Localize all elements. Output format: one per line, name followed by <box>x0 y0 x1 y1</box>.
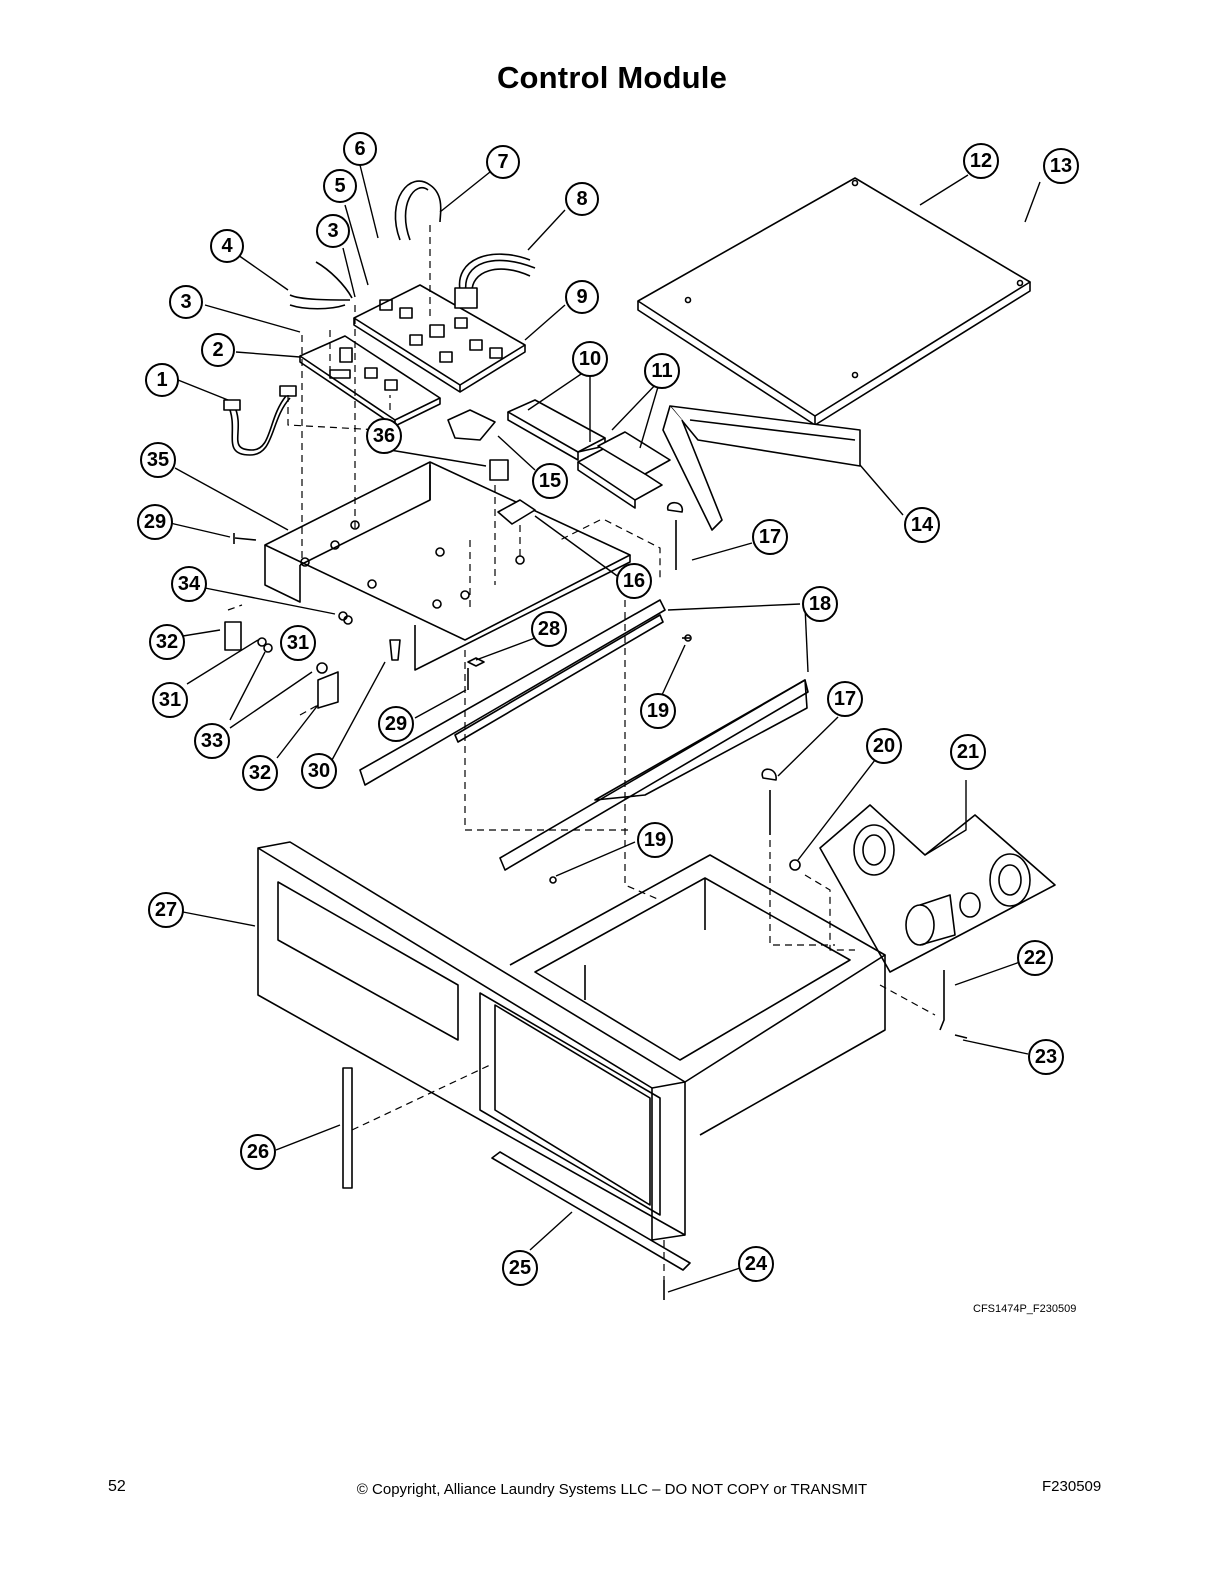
page-title: Control Module <box>496 60 728 95</box>
bracket-32b <box>317 671 339 709</box>
callout-30: 30 <box>308 760 330 782</box>
terminal-blocks <box>507 399 671 509</box>
nut-20 <box>789 859 801 871</box>
fitting-kit-21 <box>819 804 1056 973</box>
connector-16 <box>497 499 536 525</box>
standoff-30 <box>389 639 401 661</box>
callout-10: 10 <box>579 348 601 370</box>
callout-12: 12 <box>970 150 992 172</box>
callout-32: 32 <box>249 762 271 784</box>
callout-2: 2 <box>212 339 223 361</box>
washer-28 <box>467 657 485 667</box>
callout-34: 34 <box>178 573 201 595</box>
callout-32: 32 <box>156 631 178 653</box>
callout-19: 19 <box>644 829 666 851</box>
callout-3: 3 <box>180 291 191 313</box>
callout-17: 17 <box>834 688 856 710</box>
callout-4: 4 <box>221 235 233 257</box>
pin-17b <box>761 768 777 835</box>
callout-23: 23 <box>1035 1046 1057 1068</box>
page-number: 52 <box>108 1478 126 1495</box>
callout-3: 3 <box>327 220 338 242</box>
chassis-tray <box>264 461 631 671</box>
callout-7: 7 <box>497 151 508 173</box>
callout-11: 11 <box>651 360 672 382</box>
nut-31a <box>257 637 267 647</box>
callout-28: 28 <box>538 618 560 640</box>
strip-26 <box>342 1067 353 1189</box>
callout-6: 6 <box>354 138 365 160</box>
callout-19: 19 <box>647 700 669 722</box>
harness-1 <box>227 397 291 456</box>
mounting-bracket <box>662 405 861 531</box>
slide-rail-upper <box>359 599 666 786</box>
switch-15 <box>447 409 496 441</box>
strip-25 <box>491 1151 691 1271</box>
front-panel-27 <box>257 841 686 1241</box>
callout-labels: 1 2 3 3 4 5 6 7 8 9 10 11 12 13 14 15 16… <box>137 132 1079 1286</box>
screw-29 <box>233 533 257 544</box>
clip-22 <box>939 970 945 1031</box>
callout-8: 8 <box>576 188 587 210</box>
pin-17a <box>667 501 683 570</box>
callout-1: 1 <box>156 369 167 391</box>
relay-36 <box>489 459 509 481</box>
enclosure-box <box>509 854 886 1136</box>
callout-31: 31 <box>159 689 181 711</box>
harness-7 <box>394 180 442 241</box>
callout-18: 18 <box>809 593 831 615</box>
callout-13: 13 <box>1050 155 1072 177</box>
callout-22: 22 <box>1024 947 1046 969</box>
slide-rail-lower <box>499 679 809 871</box>
callout-21: 21 <box>957 741 979 763</box>
callout-14: 14 <box>911 514 934 536</box>
callout-36: 36 <box>373 425 395 447</box>
callout-17: 17 <box>759 526 781 548</box>
copyright-notice: © Copyright, Alliance Laundry Systems LL… <box>356 1481 868 1498</box>
callout-31: 31 <box>287 632 309 654</box>
callout-29: 29 <box>385 713 407 735</box>
callout-24: 24 <box>745 1253 768 1275</box>
callout-29: 29 <box>144 511 166 533</box>
callout-25: 25 <box>509 1257 531 1279</box>
top-cover-panel <box>637 177 1031 426</box>
callout-27: 27 <box>155 899 177 921</box>
document-code: F230509 <box>1042 1478 1102 1495</box>
callout-5: 5 <box>334 175 345 197</box>
bracket-32a <box>224 621 242 651</box>
callout-9: 9 <box>576 286 587 308</box>
figure-code: CFS1474P_F230509 <box>973 1303 1077 1315</box>
callout-16: 16 <box>623 570 645 592</box>
main-control-board <box>353 284 526 393</box>
callout-15: 15 <box>539 470 561 492</box>
callout-35: 35 <box>147 449 169 471</box>
callout-20: 20 <box>873 735 895 757</box>
screw-23 <box>954 1034 968 1039</box>
screw-19b <box>549 876 557 884</box>
harness-4 <box>289 261 353 301</box>
nut-33 <box>316 662 328 674</box>
callout-26: 26 <box>247 1141 269 1163</box>
callout-33: 33 <box>201 730 223 752</box>
